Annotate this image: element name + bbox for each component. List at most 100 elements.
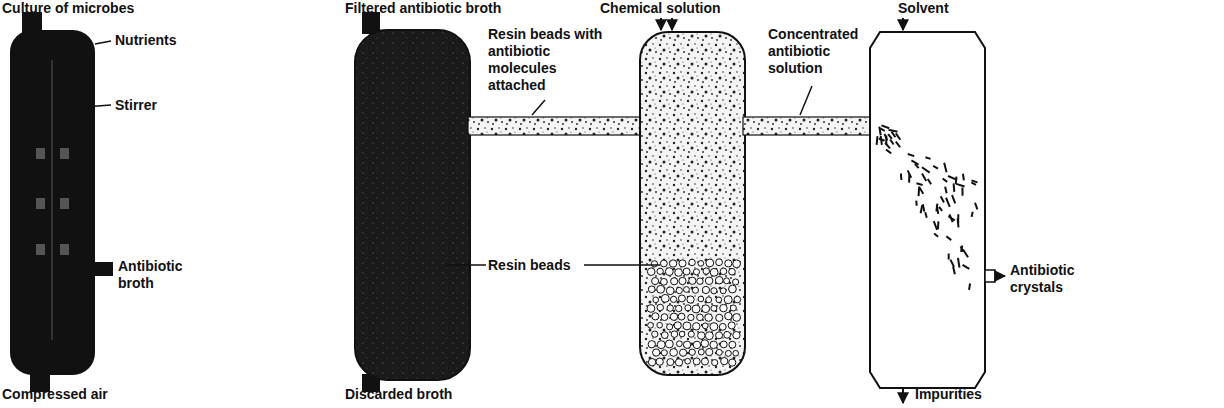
resin-bead [710, 268, 718, 276]
crystal-stroke [961, 187, 963, 195]
leader-line [445, 264, 486, 266]
resin-bead [728, 322, 735, 329]
resin-beads [647, 259, 741, 366]
crystal-stroke [950, 260, 954, 267]
resin-bead [697, 278, 703, 284]
transfer-pipe [468, 117, 642, 135]
resin-bead [724, 278, 730, 284]
stirrer-blade [60, 244, 69, 255]
crystal-stroke [971, 182, 976, 184]
crystal-stroke [915, 201, 917, 206]
resin-bead [698, 296, 704, 302]
crystal-stroke [888, 134, 892, 139]
resin-bead [698, 261, 704, 267]
leader-line [95, 41, 111, 44]
resin-bead [647, 305, 655, 313]
crystal-stroke [948, 254, 950, 260]
crystal-stroke [933, 166, 938, 169]
resin-bead [702, 286, 709, 293]
leader-line [800, 86, 812, 115]
process-label: Compressed air [2, 386, 108, 403]
stirrer-blade [60, 198, 69, 209]
resin-bead [729, 268, 736, 275]
crystal-stroke [961, 246, 964, 251]
resin-bead [701, 358, 708, 365]
crystal-stroke [879, 127, 880, 136]
resin-bead [705, 277, 713, 285]
resin-bead [685, 358, 691, 364]
resin-bead [733, 314, 741, 322]
crystal-stroke [949, 214, 952, 222]
fermenter [10, 12, 113, 392]
resin-bead [647, 268, 655, 276]
antibiotic-crystals [877, 125, 978, 289]
resin-bead [653, 349, 660, 356]
process-label: Resin beads with antibiotic molecules at… [488, 26, 606, 94]
resin-bead [675, 359, 682, 366]
resin-bead [706, 259, 714, 267]
resin-bead [661, 314, 668, 321]
crystal-stroke [915, 164, 919, 168]
resin-bead [683, 322, 691, 330]
process-label: Resin beads [488, 257, 570, 274]
crystal-stroke [969, 284, 970, 290]
process-label: Antibiotic broth [118, 258, 208, 292]
resin-bead [652, 313, 659, 320]
crystal-stroke [948, 176, 957, 180]
resin-bead [733, 331, 740, 338]
resin-bead [679, 331, 685, 337]
resin-bead [688, 331, 694, 337]
crystal-stroke [889, 130, 898, 132]
crystal-stroke [953, 184, 956, 192]
resin-bead [678, 313, 685, 320]
resin-bead [720, 341, 727, 348]
resin-bead [679, 349, 686, 356]
crystal-stroke [957, 218, 960, 227]
resin-bead [661, 332, 668, 339]
resin-column-tank [355, 30, 470, 380]
resin-bead [670, 349, 678, 357]
crystal-stroke [916, 183, 922, 185]
crystal-stroke [925, 212, 927, 217]
stirrer-blade [36, 244, 45, 255]
process-label: Stirrer [115, 97, 157, 114]
resin-bead [652, 331, 658, 337]
resin-bead [706, 297, 712, 303]
resin-bead [648, 322, 654, 328]
crystal-stroke [943, 179, 948, 182]
resin-bead [720, 288, 726, 294]
crystal-stroke [885, 134, 888, 141]
crystallizer [870, 18, 1005, 403]
resin-bead [720, 268, 727, 275]
resin-bead [657, 322, 663, 328]
resin-bead [678, 295, 685, 302]
resin-bead [688, 314, 694, 320]
elution-column-tank [640, 32, 745, 375]
process-label: Nutrients [115, 32, 176, 49]
resin-bead [685, 305, 691, 311]
resin-bead [676, 287, 682, 293]
crystal-stroke [962, 174, 965, 181]
crystal-stroke [879, 138, 885, 140]
crystal-stroke [941, 196, 944, 202]
crystal-stroke [891, 132, 895, 138]
resin-bead [689, 259, 695, 265]
resin-bead [734, 296, 741, 303]
crystal-stroke [918, 186, 921, 196]
crystal-stroke [900, 173, 902, 180]
resin-bead [716, 349, 722, 355]
crystal-stroke [958, 258, 960, 268]
resin-bead [674, 322, 681, 329]
stirrer-blade [60, 148, 69, 159]
resin-bead [665, 340, 673, 348]
resin-bead [683, 341, 690, 348]
resin-bead [733, 350, 739, 356]
resin-bead [725, 350, 731, 356]
process-label: Discarded broth [345, 386, 452, 403]
resin-bead [660, 260, 667, 267]
crystal-stroke [961, 245, 962, 251]
resin-bead [701, 340, 709, 348]
